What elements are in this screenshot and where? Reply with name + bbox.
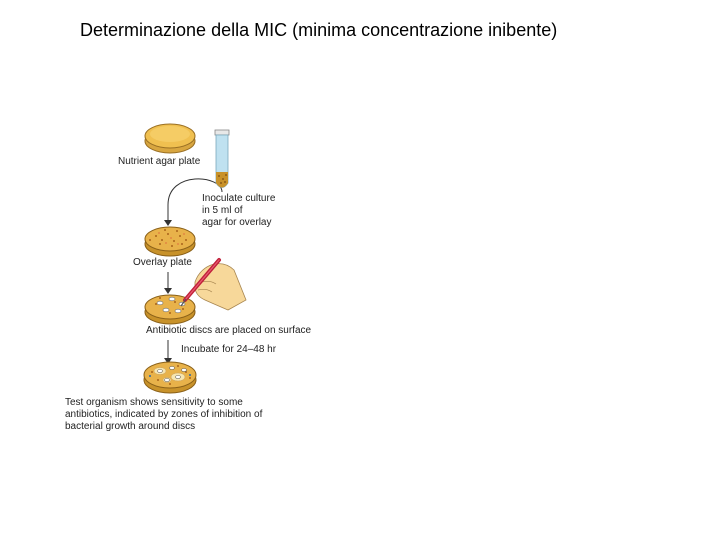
- culture-tube: [214, 129, 230, 188]
- forceps-pen-icon: [180, 258, 221, 307]
- result-plate: [143, 361, 197, 394]
- label-antibiotic-discs: Antibiotic discs are placed on surface: [146, 325, 312, 336]
- slide-title: Determinazione della MIC (minima concent…: [80, 20, 558, 40]
- disc-plate: [144, 294, 196, 325]
- label-result-line-2: antibiotics, indicated by zones of inhib…: [65, 409, 263, 420]
- label-result-line-1: Test organism shows sensitivity to some: [65, 397, 243, 408]
- hand-icon: [194, 263, 247, 311]
- nutrient-agar-plate: [144, 123, 196, 154]
- label-incubate: Incubate for 24–48 hr: [181, 344, 277, 355]
- label-inoculate-line-1: Inoculate culture: [202, 193, 276, 204]
- overlay-speckles: [149, 229, 187, 247]
- overlay-plate: [144, 226, 196, 257]
- label-inoculate-line-3: agar for overlay: [202, 217, 272, 228]
- arrow-heads: [164, 220, 172, 364]
- label-result-line-3: bacterial growth around discs: [65, 421, 196, 432]
- label-inoculate-line-2: in 5 ml of: [202, 205, 243, 216]
- label-nutrient-agar-plate: Nutrient agar plate: [118, 156, 201, 167]
- label-overlay-plate: Overlay plate: [133, 257, 192, 268]
